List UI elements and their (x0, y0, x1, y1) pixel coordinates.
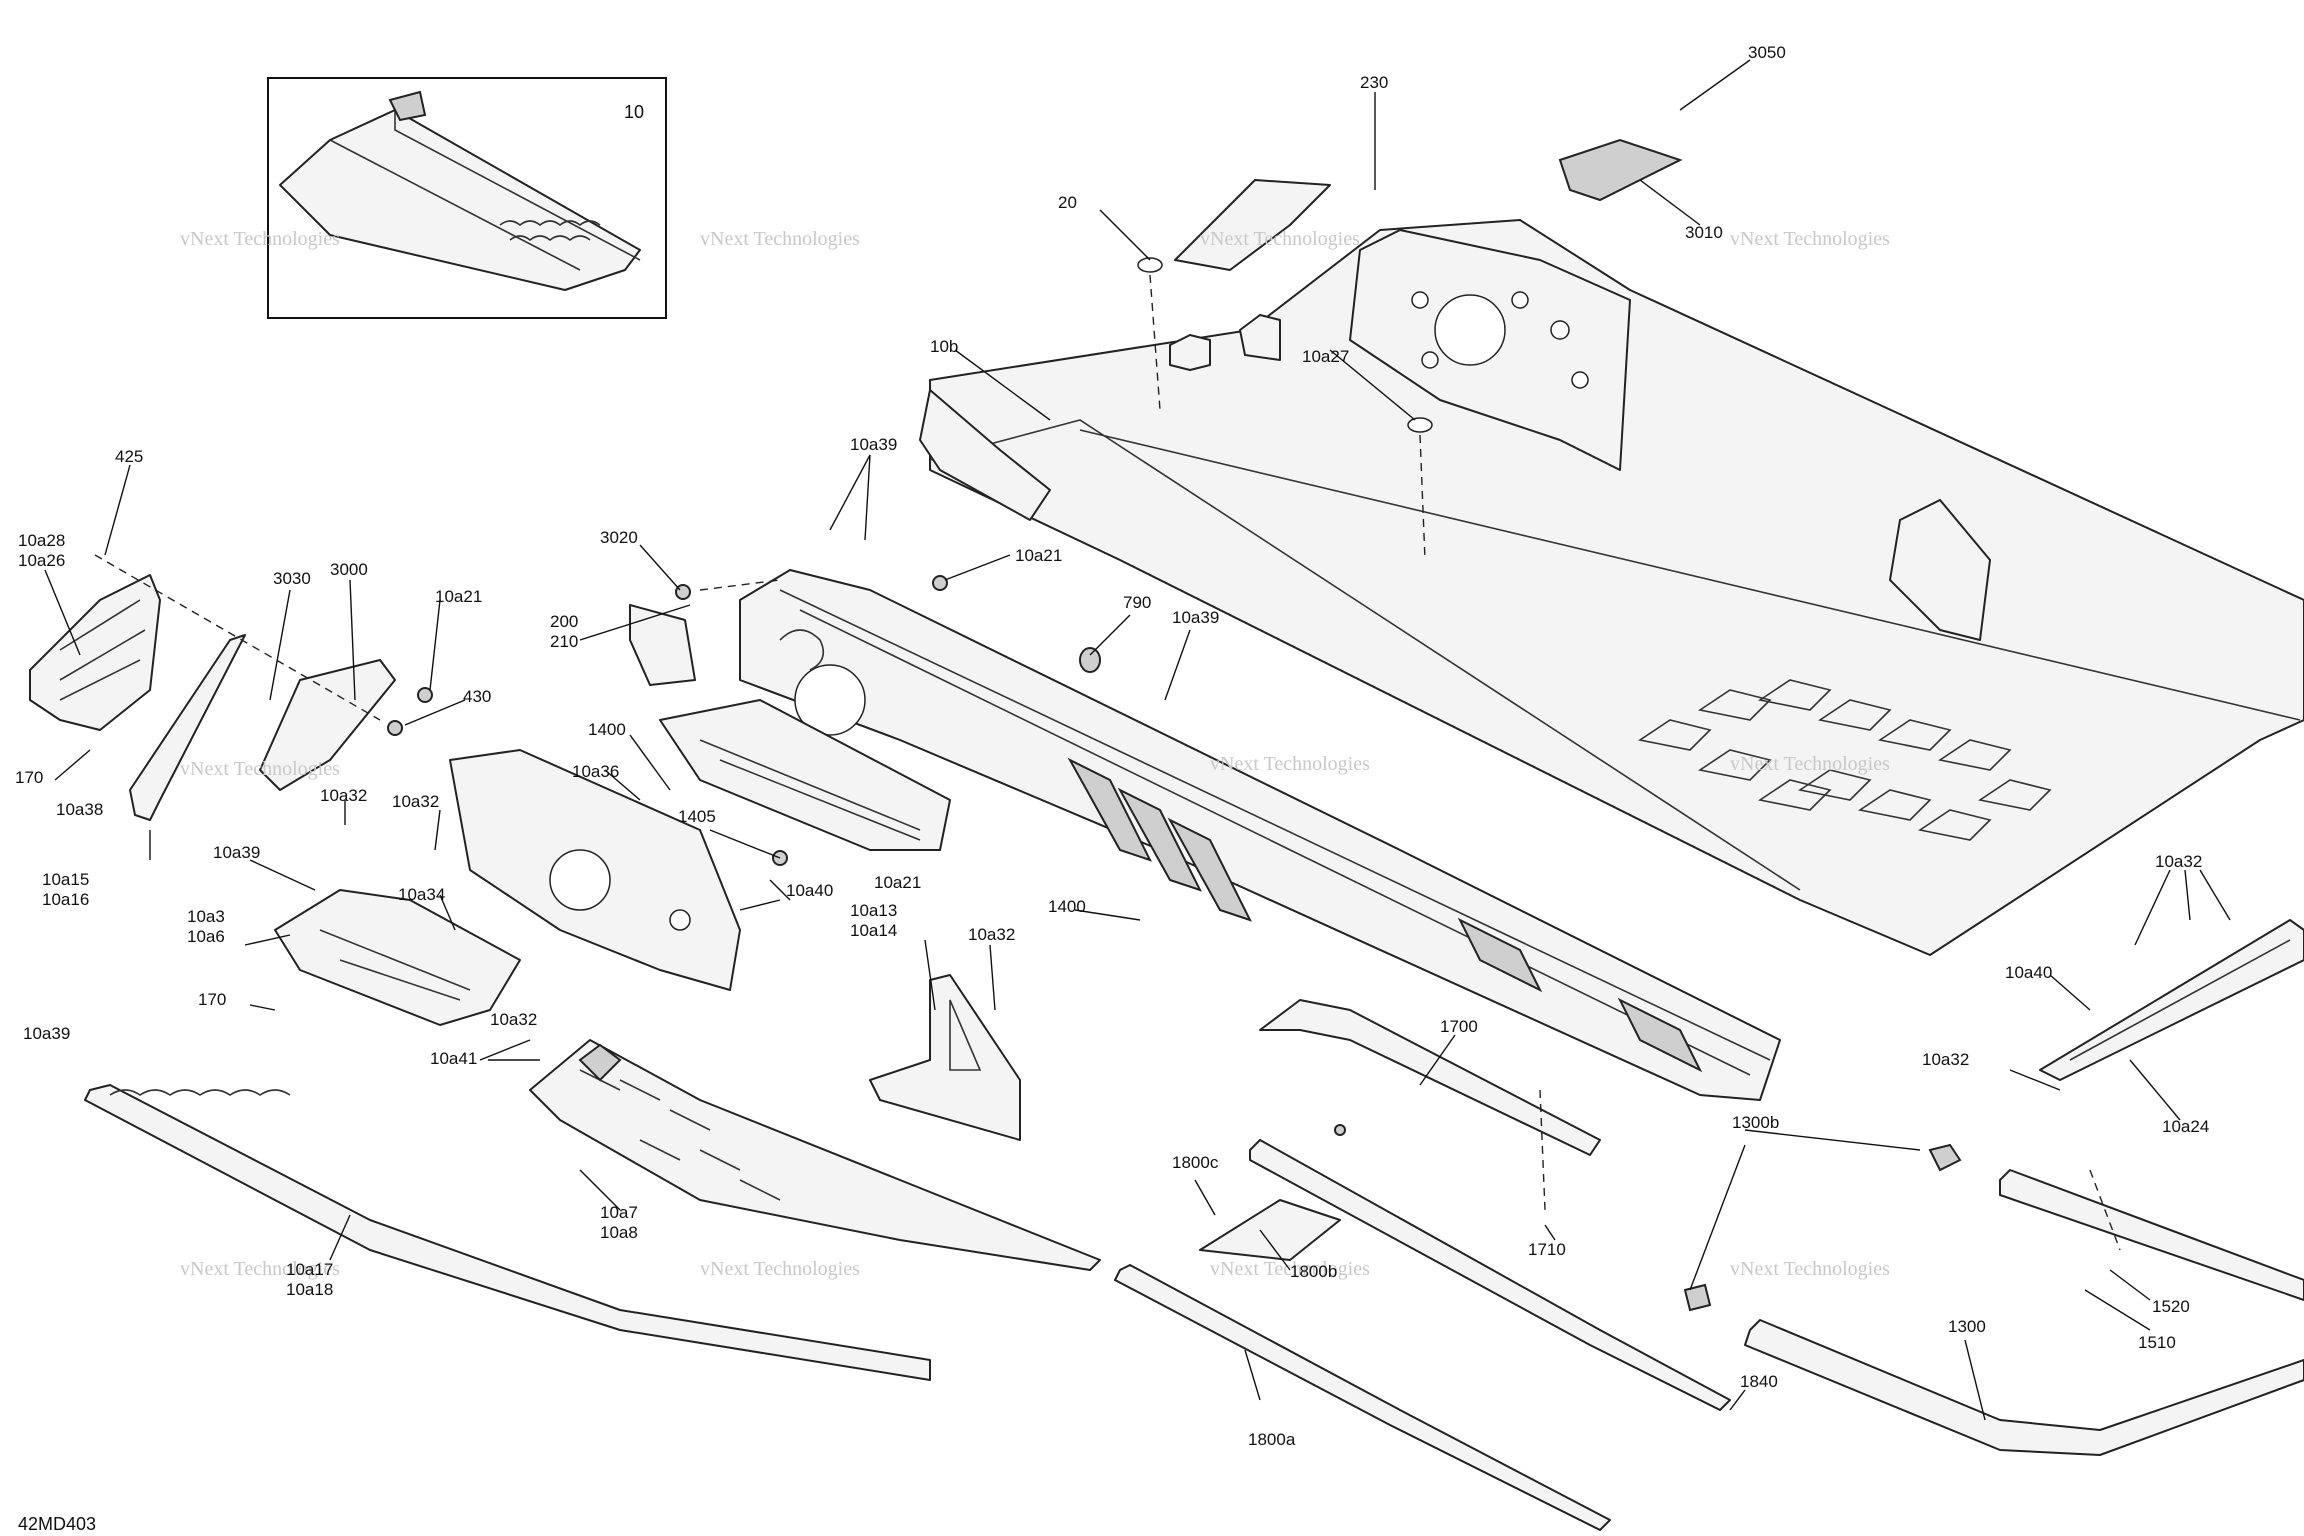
callout-10a26: 10a26 (18, 551, 65, 570)
small-hardware (387, 138, 1962, 1312)
callout-230: 230 (1360, 73, 1388, 92)
callout-10a27: 10a27 (1302, 347, 1349, 366)
front-bracket-bar-10a15 (129, 634, 246, 821)
callout-170-left: 170 (15, 768, 43, 787)
leader-lines (44, 59, 2231, 1421)
callout-1300b: 1300b (1732, 1113, 1779, 1132)
callout-20: 20 (1058, 193, 1077, 212)
callout-10a32-c: 10a32 (968, 925, 1015, 944)
callout-210: 210 (550, 632, 578, 651)
bracket-3000 (259, 659, 396, 791)
rail-1700 (1259, 999, 1601, 1156)
callout-1800b: 1800b (1290, 1262, 1337, 1281)
svg-text:vNext Technologies: vNext Technologies (1730, 753, 1890, 775)
callout-10a15: 10a15 (42, 870, 89, 889)
callout-10a21-mid: 10a21 (874, 873, 921, 892)
tunnel-main-body (929, 219, 2304, 956)
callout-10a17: 10a17 (286, 1260, 333, 1279)
svg-text:vNext Technologies: vNext Technologies (1730, 228, 1890, 250)
tunnel-rear-slots (1637, 679, 2052, 841)
callout-10a16: 10a16 (42, 890, 89, 909)
callout-10a13: 10a13 (850, 901, 897, 920)
callout-1800c: 1800c (1172, 1153, 1219, 1172)
callout-10a40-right: 10a40 (2005, 963, 2052, 982)
callout-labels: 3050 230 20 3010 10b 10a27 10a39 3020 10… (15, 43, 2209, 1449)
callout-10a32-a: 10a32 (320, 786, 367, 805)
svg-text:vNext Technologies: vNext Technologies (700, 1258, 860, 1280)
callout-3010: 3010 (1685, 223, 1723, 242)
plate-200 (629, 604, 696, 686)
callout-430: 430 (463, 687, 491, 706)
svg-text:vNext Technologies: vNext Technologies (180, 1258, 340, 1280)
rail-1800a (1114, 1264, 1611, 1531)
callout-10a40-left: 10a40 (786, 881, 833, 900)
callout-170-mid: 170 (198, 990, 226, 1009)
gusset-10a13 (869, 974, 1021, 1141)
callout-10a39-left: 10a39 (213, 843, 260, 862)
callout-10a7: 10a7 (600, 1203, 638, 1222)
callout-10a36: 10a36 (572, 762, 619, 781)
callout-10a39-mid: 10a39 (1172, 608, 1219, 627)
callout-10a14: 10a14 (850, 921, 897, 940)
callout-10a32-e: 10a32 (2155, 852, 2202, 871)
callout-3050: 3050 (1748, 43, 1786, 62)
callout-10a21-left: 10a21 (435, 587, 482, 606)
callout-10b: 10b (930, 337, 958, 356)
callout-10a41: 10a41 (430, 1049, 477, 1068)
callout-10a38: 10a38 (56, 800, 103, 819)
callout-10a24: 10a24 (2162, 1117, 2209, 1136)
callout-10a28: 10a28 (18, 531, 65, 550)
callout-1405: 1405 (678, 807, 716, 826)
svg-text:vNext Technologies: vNext Technologies (1200, 228, 1360, 250)
callout-10a21-top: 10a21 (1015, 546, 1062, 565)
callout-1710: 1710 (1528, 1240, 1566, 1259)
svg-text:vNext Technologies: vNext Technologies (180, 758, 340, 780)
callout-3030: 3030 (273, 569, 311, 588)
front-bracket-10a28 (29, 574, 161, 731)
callout-10a32-d: 10a32 (490, 1010, 537, 1029)
side-plate-10a36 (449, 749, 741, 991)
callout-1400-mid: 1400 (1048, 897, 1086, 916)
callout-10a32-b: 10a32 (392, 792, 439, 811)
callout-425: 425 (115, 447, 143, 466)
mid-plate-1400 (659, 699, 951, 851)
svg-text:vNext Technologies: vNext Technologies (1730, 1258, 1890, 1280)
callout-200: 200 (550, 612, 578, 631)
watermarks: vNext Technologies vNext Technologies vN… (180, 228, 1890, 1280)
drawing-code: 42MD403 (18, 1514, 96, 1534)
callout-790: 790 (1123, 593, 1151, 612)
callout-10a8: 10a8 (600, 1223, 638, 1242)
assembly-lines (94, 274, 2121, 1251)
callout-1510: 1510 (2138, 1333, 2176, 1352)
inset-assembly-view: 10 (267, 77, 667, 319)
callout-1300: 1300 (1948, 1317, 1986, 1336)
rear-crossmember-10a24 (2039, 919, 2304, 1081)
callout-10a34: 10a34 (398, 885, 445, 904)
callout-1800a: 1800a (1248, 1430, 1296, 1449)
callout-1840: 1840 (1740, 1372, 1778, 1391)
inset-number-label: 10 (624, 102, 644, 122)
callout-10a32-f: 10a32 (1922, 1050, 1969, 1069)
left-side-panel (739, 389, 1781, 1101)
callout-10a3: 10a3 (187, 907, 225, 926)
callout-3000: 3000 (330, 560, 368, 579)
callout-1520: 1520 (2152, 1297, 2190, 1316)
lower-bracket-10a3 (274, 889, 521, 1026)
rail-1800b (1199, 1139, 1731, 1411)
floor-plate-10a7 (529, 1039, 1101, 1271)
callout-1400-top: 1400 (588, 720, 626, 739)
callout-1700: 1700 (1440, 1017, 1478, 1036)
callout-10a6: 10a6 (187, 927, 225, 946)
running-board-10a17 (84, 1084, 931, 1381)
svg-text:vNext Technologies: vNext Technologies (180, 228, 340, 250)
callout-10a18: 10a18 (286, 1280, 333, 1299)
bumper-1300 (1744, 1319, 2304, 1456)
svg-text:vNext Technologies: vNext Technologies (1210, 753, 1370, 775)
rear-bar-1520 (1999, 1169, 2304, 1301)
callout-10a39-top: 10a39 (850, 435, 897, 454)
callout-10a39-bottom: 10a39 (23, 1024, 70, 1043)
svg-text:vNext Technologies: vNext Technologies (700, 228, 860, 250)
callout-3020: 3020 (600, 528, 638, 547)
